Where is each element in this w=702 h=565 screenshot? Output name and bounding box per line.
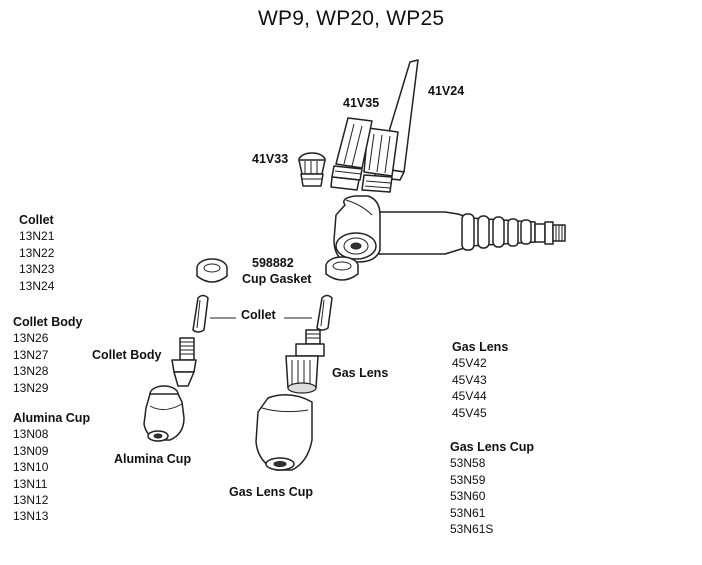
list-item: 13N24 <box>19 278 55 293</box>
list-item: 13N26 <box>13 331 49 346</box>
alumina-cup-list-heading: Alumina Cup <box>13 411 91 425</box>
callout-gas-lens-cup: Gas Lens Cup <box>229 485 314 499</box>
collet-body-parts-list: Collet Body 13N26 13N27 13N28 13N29 <box>13 314 82 396</box>
gas-lens-part <box>285 329 325 394</box>
list-item: 13N11 <box>13 476 48 491</box>
alumina-cup-part <box>143 385 185 442</box>
list-item: 13N09 <box>13 443 49 458</box>
callout-41v24: 41V24 <box>428 84 465 98</box>
collet-left <box>192 294 209 333</box>
list-item: 13N23 <box>19 262 55 277</box>
list-item: 45V45 <box>452 405 487 420</box>
back-cap-long <box>361 59 419 193</box>
list-item: 45V43 <box>452 372 487 387</box>
list-item: 53N61 <box>450 505 486 520</box>
gas-lens-list-heading: Gas Lens <box>452 340 509 354</box>
callout-gas-lens: Gas Lens <box>332 366 389 380</box>
list-item: 53N58 <box>450 456 486 471</box>
list-item: 45V44 <box>452 389 487 404</box>
gas-lens-cup-part <box>255 394 313 471</box>
gas-lens-cup-list-heading: Gas Lens Cup <box>450 440 535 454</box>
callout-gasket-code: 598882 <box>252 256 294 270</box>
gas-lens-parts-list: Gas Lens 45V42 45V43 45V44 45V45 <box>452 339 508 421</box>
list-item: 13N12 <box>13 493 49 508</box>
list-item: 13N13 <box>13 509 49 524</box>
list-item: 53N59 <box>450 472 486 487</box>
callout-41v33: 41V33 <box>252 152 289 166</box>
collet-list-heading: Collet <box>19 213 54 227</box>
diagram-title: WP9, WP20, WP25 <box>258 7 445 30</box>
list-item: 53N61S <box>450 522 494 537</box>
callout-cup-gasket: Cup Gasket <box>242 272 312 286</box>
collet-parts-list: Collet 13N21 13N22 13N23 13N24 <box>19 212 54 294</box>
alumina-cup-parts-list: Alumina Cup 13N08 13N09 13N10 13N11 13N1… <box>13 410 90 525</box>
collet-body-part <box>171 337 197 387</box>
list-item: 13N29 <box>13 380 49 395</box>
list-item: 13N10 <box>13 460 49 475</box>
back-cap-short <box>298 152 326 187</box>
callout-41v35: 41V35 <box>343 96 380 110</box>
collet-body-list-heading: Collet Body <box>13 315 83 329</box>
back-cap-medium <box>330 117 373 191</box>
cup-gasket-right <box>325 256 359 281</box>
callout-alumina-cup: Alumina Cup <box>114 452 192 466</box>
collet-right <box>316 294 333 331</box>
torch-head <box>333 195 566 263</box>
list-item: 13N08 <box>13 427 49 442</box>
list-item: 13N21 <box>19 229 55 244</box>
list-item: 13N27 <box>13 347 49 362</box>
list-item: 53N60 <box>450 489 486 504</box>
callout-collet: Collet <box>241 308 276 322</box>
callout-collet-body: Collet Body <box>92 348 162 362</box>
list-item: 13N28 <box>13 364 49 379</box>
list-item: 13N22 <box>19 245 55 260</box>
cup-gasket-left <box>196 258 228 283</box>
list-item: 45V42 <box>452 356 487 371</box>
gas-lens-cup-parts-list: Gas Lens Cup 53N58 53N59 53N60 53N61 53N… <box>450 439 534 537</box>
